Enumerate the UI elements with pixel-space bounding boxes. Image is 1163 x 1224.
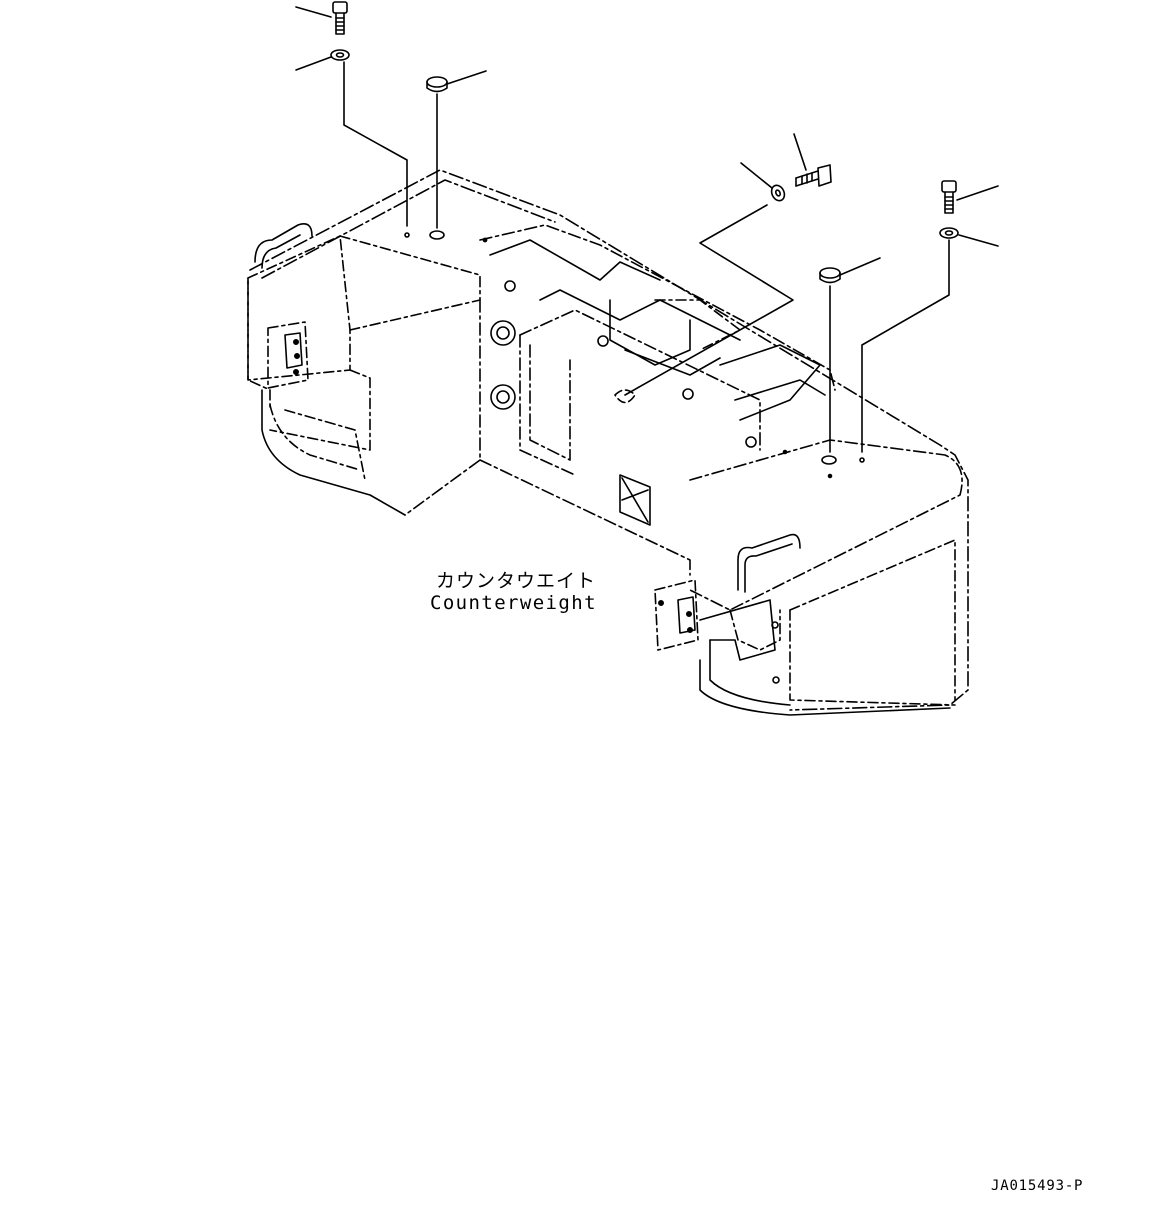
component-label-en: Counterweight bbox=[430, 592, 597, 614]
center-bolt-centerline bbox=[625, 205, 793, 395]
center-washer-leader bbox=[741, 163, 772, 188]
right-bolt-leader bbox=[957, 186, 998, 200]
left-plug-leader bbox=[447, 71, 486, 84]
left-bolt-leader bbox=[296, 7, 331, 17]
left-bolt bbox=[333, 2, 347, 34]
right-plug-leader bbox=[840, 258, 880, 275]
right-washer-leader bbox=[959, 235, 998, 246]
component-label-jp: カウンタウエイト bbox=[436, 570, 597, 592]
right-bolt bbox=[942, 181, 956, 213]
right-bolt-centerline bbox=[862, 240, 949, 452]
center-bolt bbox=[796, 165, 831, 186]
center-bolt-leader bbox=[794, 134, 806, 170]
counterweight-body bbox=[248, 170, 968, 715]
drawing-number: JA015493-P bbox=[991, 1178, 1084, 1194]
left-plug bbox=[427, 77, 447, 92]
center-washer bbox=[769, 183, 787, 203]
right-plug bbox=[820, 268, 840, 283]
left-washer-leader bbox=[296, 57, 331, 70]
left-bolt-centerline bbox=[344, 62, 407, 226]
left-washer bbox=[331, 50, 349, 60]
right-washer bbox=[940, 228, 958, 238]
